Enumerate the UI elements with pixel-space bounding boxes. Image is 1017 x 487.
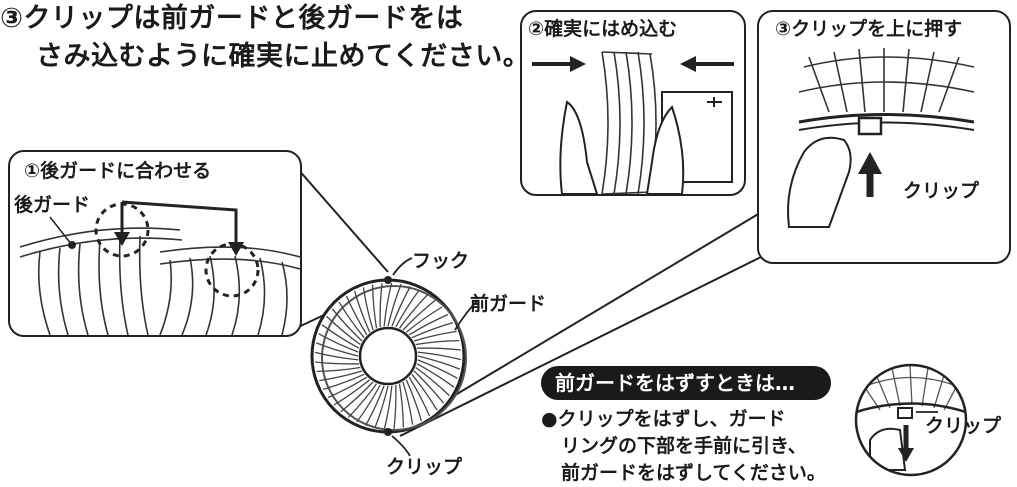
removal-instructions: ●クリップをはずし、ガード リングの下部を手前に引き、 前ガードをはずしてくださ…: [541, 406, 826, 487]
guard-spoke: [362, 287, 374, 331]
panel-push-clip-label: クリップ: [903, 180, 980, 202]
instruction-title-line2: さみ込むように確実に止めてください。: [36, 41, 531, 72]
guard-spoke: [374, 385, 389, 429]
removal-line-3: 前ガードをはずしてください。: [561, 462, 826, 484]
guard-spoke: [387, 283, 402, 327]
hook-label: フック: [412, 250, 470, 272]
callout-lines: [289, 159, 766, 437]
guard-spoke: [413, 330, 457, 342]
panel-push-clip: ③クリップを上に押す クリップ: [757, 10, 1011, 264]
guard-spoke: [345, 295, 368, 336]
guard-spoke: [395, 289, 420, 328]
removal-clip-label: クリップ: [925, 415, 1002, 437]
guard-spoke: [416, 347, 461, 351]
guard-spoke: [417, 351, 462, 361]
guard-spoke: [411, 321, 454, 339]
guard-spoke: [383, 282, 393, 327]
clip-leader: [391, 435, 411, 457]
guard-spoke: [383, 385, 393, 430]
panel-align-title: ①後ガードに合わせる: [24, 160, 212, 182]
guard-spoke: [326, 315, 361, 346]
guard-spoke: [322, 373, 365, 391]
guard-spoke: [321, 324, 360, 349]
guard-spoke: [415, 366, 450, 397]
instruction-title-line1: ③クリップは前ガードと後ガードをは: [0, 3, 464, 34]
panel-insert-title: ②確実にはめ込む: [528, 18, 678, 40]
guard-spoke: [413, 370, 445, 404]
guard-spoke: [417, 355, 461, 370]
panel-align-drawing: [19, 200, 300, 335]
panel-align-rear-guard: ①後ガードに合わせる 後ガード: [8, 150, 302, 337]
guard-spoke: [315, 342, 359, 357]
instruction-title: ③クリップは前ガードと後ガードをは さみ込むように確実に止めてください。: [0, 0, 1017, 76]
guard-spoke: [402, 299, 436, 331]
guard-spoke: [340, 381, 374, 413]
callout-line-clip-upper: [399, 209, 766, 429]
panel-insert-firmly: ②確実にはめ込む: [520, 10, 746, 196]
guard-spoke: [356, 384, 381, 423]
clip-label: クリップ: [386, 456, 463, 478]
guard-spoke: [417, 359, 458, 379]
guard-spoke: [411, 373, 438, 411]
panel-push-title: ③クリップを上に押す: [775, 18, 963, 40]
guard-spoke: [319, 370, 363, 382]
guard-spoke: [405, 379, 423, 422]
panel-push-drawing: [787, 48, 975, 228]
guard-spoke: [408, 313, 449, 336]
front-guard-label: 前ガード: [470, 293, 547, 315]
fan-illustration: [310, 257, 479, 457]
guard-spoke: [333, 379, 371, 406]
guard-spoke: [379, 283, 383, 328]
rear-guard-label: 後ガード: [14, 194, 91, 216]
guard-spoke: [327, 376, 368, 399]
guard-spoke: [408, 376, 431, 417]
fan-guard-spokes: [314, 282, 462, 430]
removal-line-1: ●クリップをはずし、ガード: [541, 408, 786, 430]
panel-insert-drawing: [532, 51, 734, 194]
guard-spoke: [314, 351, 359, 361]
removal-line-2: リングの下部を手前に引き、: [561, 435, 807, 457]
guard-spoke: [365, 385, 385, 426]
hook-dot: [384, 276, 392, 284]
guard-spoke: [371, 284, 378, 329]
guard-spoke: [398, 294, 429, 329]
guard-spoke: [398, 383, 405, 428]
callout-line-clip-lower: [399, 254, 766, 437]
guard-spoke: [318, 333, 359, 353]
removal-illustration: [854, 363, 968, 477]
guard-spoke: [391, 286, 411, 327]
guard-spoke: [315, 361, 360, 365]
removal-heading: 前ガードをはずすときは…: [541, 366, 831, 400]
guard-spoke: [338, 301, 365, 339]
guard-spoke: [405, 306, 443, 333]
callout-line-hook: [289, 159, 389, 273]
hook-leader: [392, 257, 413, 276]
front-guard-leader: [454, 299, 479, 331]
clip-dot: [384, 428, 392, 436]
guard-spoke: [402, 381, 414, 425]
fan-center-badge: [358, 326, 418, 386]
guard-spoke: [347, 383, 378, 418]
guard-spoke: [416, 363, 455, 388]
guard-spoke: [316, 366, 361, 373]
guard-spoke: [331, 308, 363, 342]
guard-spoke: [353, 290, 371, 333]
guard-spoke: [393, 384, 397, 429]
guard-spoke: [415, 339, 460, 346]
